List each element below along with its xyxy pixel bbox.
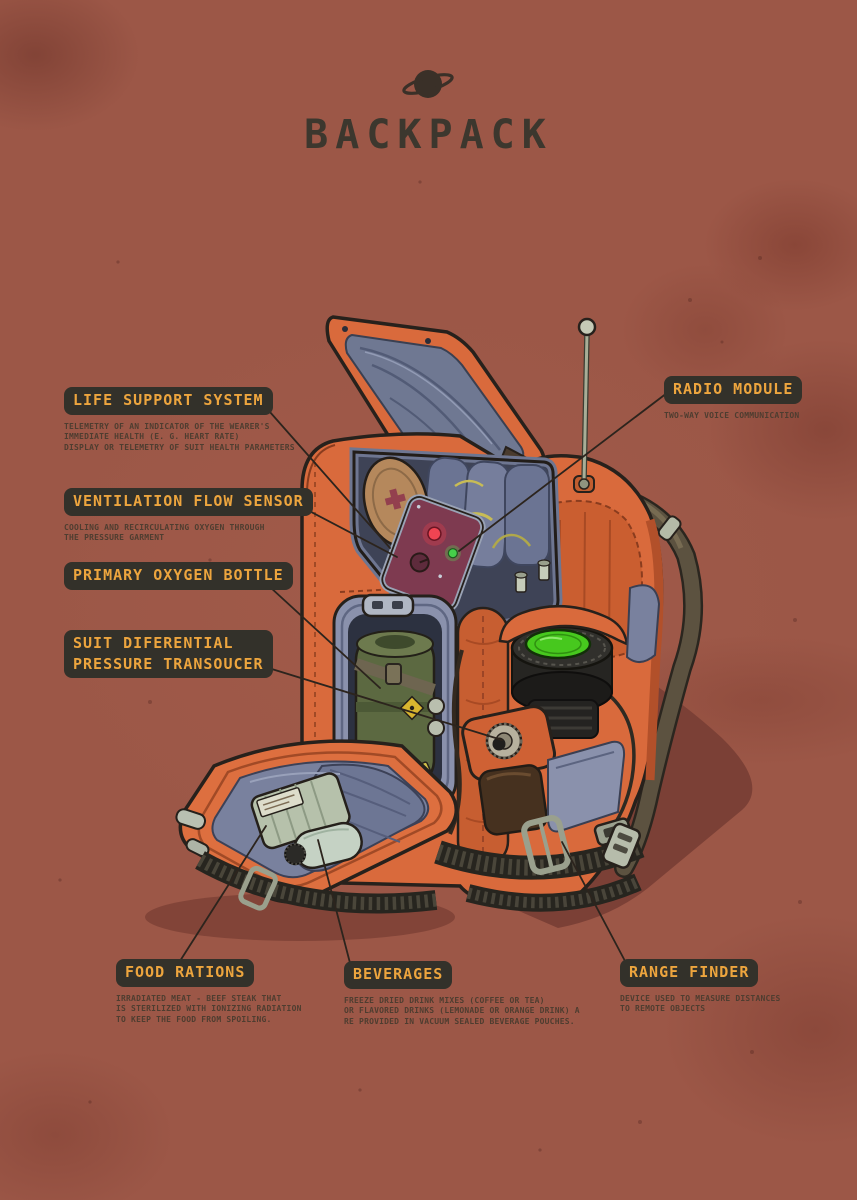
strap-tip [602, 822, 641, 869]
callout-range-finder: RANGE FINDER DEVICE USED TO MEASURE DIST… [620, 959, 840, 1015]
line-food [179, 825, 267, 962]
callout-radio: RADIO MODULE TWO-WAY VOICE COMMUNICATION [664, 376, 844, 421]
desc-food: IRRADIATED MEAT - BEEF STEAK THAT IS STE… [116, 993, 302, 1024]
callout-oxygen: PRIMARY OXYGEN BOTTLE [64, 562, 293, 590]
label-transducer: SUIT DIFERENTIAL PRESSURE TRANSOUCER [64, 630, 273, 679]
connector-lines [179, 392, 668, 964]
planet-icon [402, 70, 454, 98]
desc-range-finder: DEVICE USED TO MEASURE DISTANCES TO REMO… [620, 993, 781, 1014]
line-transducer [261, 665, 503, 741]
callout-life-support: LIFE SUPPORT SYSTEM TELEMETRY OF AN INDI… [64, 387, 374, 453]
label-range-finder: RANGE FINDER [620, 959, 759, 987]
callout-ventilation: VENTILATION FLOW SENSOR COOLING AND RECI… [64, 488, 374, 544]
label-oxygen: PRIMARY OXYGEN BOTTLE [64, 562, 293, 590]
antenna [573, 317, 597, 493]
flap-latch [175, 808, 207, 830]
webbing-straps [195, 815, 645, 914]
page-title: BACKPACK [304, 112, 553, 158]
line-life-support [261, 402, 391, 549]
side-pouches [547, 584, 661, 833]
line-beverages [317, 839, 351, 964]
top-compartment [349, 447, 563, 635]
label-ventilation: VENTILATION FLOW SENSOR [64, 488, 313, 516]
speckles [58, 180, 802, 1152]
desc-radio: TWO-WAY VOICE COMMUNICATION [664, 410, 800, 420]
front-window [332, 593, 458, 810]
front-flap [175, 739, 458, 904]
desc-life-support: TELEMETRY OF AN INDICATOR OF THE WEARER'… [64, 421, 295, 452]
beverage-bottle [284, 821, 363, 870]
label-radio: RADIO MODULE [664, 376, 803, 404]
label-beverages: BEVERAGES [344, 961, 453, 989]
line-ventilation [295, 503, 398, 558]
line-range-finder [561, 841, 626, 962]
callout-transducer: SUIT DIFERENTIAL PRESSURE TRANSOUCER [64, 630, 273, 679]
strap-buckle [521, 815, 571, 875]
callout-beverages: BEVERAGES FREEZE DRIED DRINK MIXES (COFF… [344, 961, 604, 1027]
label-life-support: LIFE SUPPORT SYSTEM [64, 387, 273, 415]
pressure-transducer [461, 705, 557, 836]
desc-beverages: FREEZE DRIED DRINK MIXES (COFFEE OR TEA)… [344, 995, 580, 1026]
line-radio [458, 392, 668, 552]
callout-food: FOOD RATIONS IRRADIATED MEAT - BEEF STEA… [116, 959, 356, 1025]
radio-screen-panel [379, 494, 486, 613]
window-latch [361, 593, 415, 618]
line-oxygen [257, 575, 381, 689]
label-food: FOOD RATIONS [116, 959, 255, 987]
desc-ventilation: COOLING AND RECIRCULATING OXYGEN THROUGH… [64, 522, 265, 543]
range-finder [498, 605, 629, 739]
